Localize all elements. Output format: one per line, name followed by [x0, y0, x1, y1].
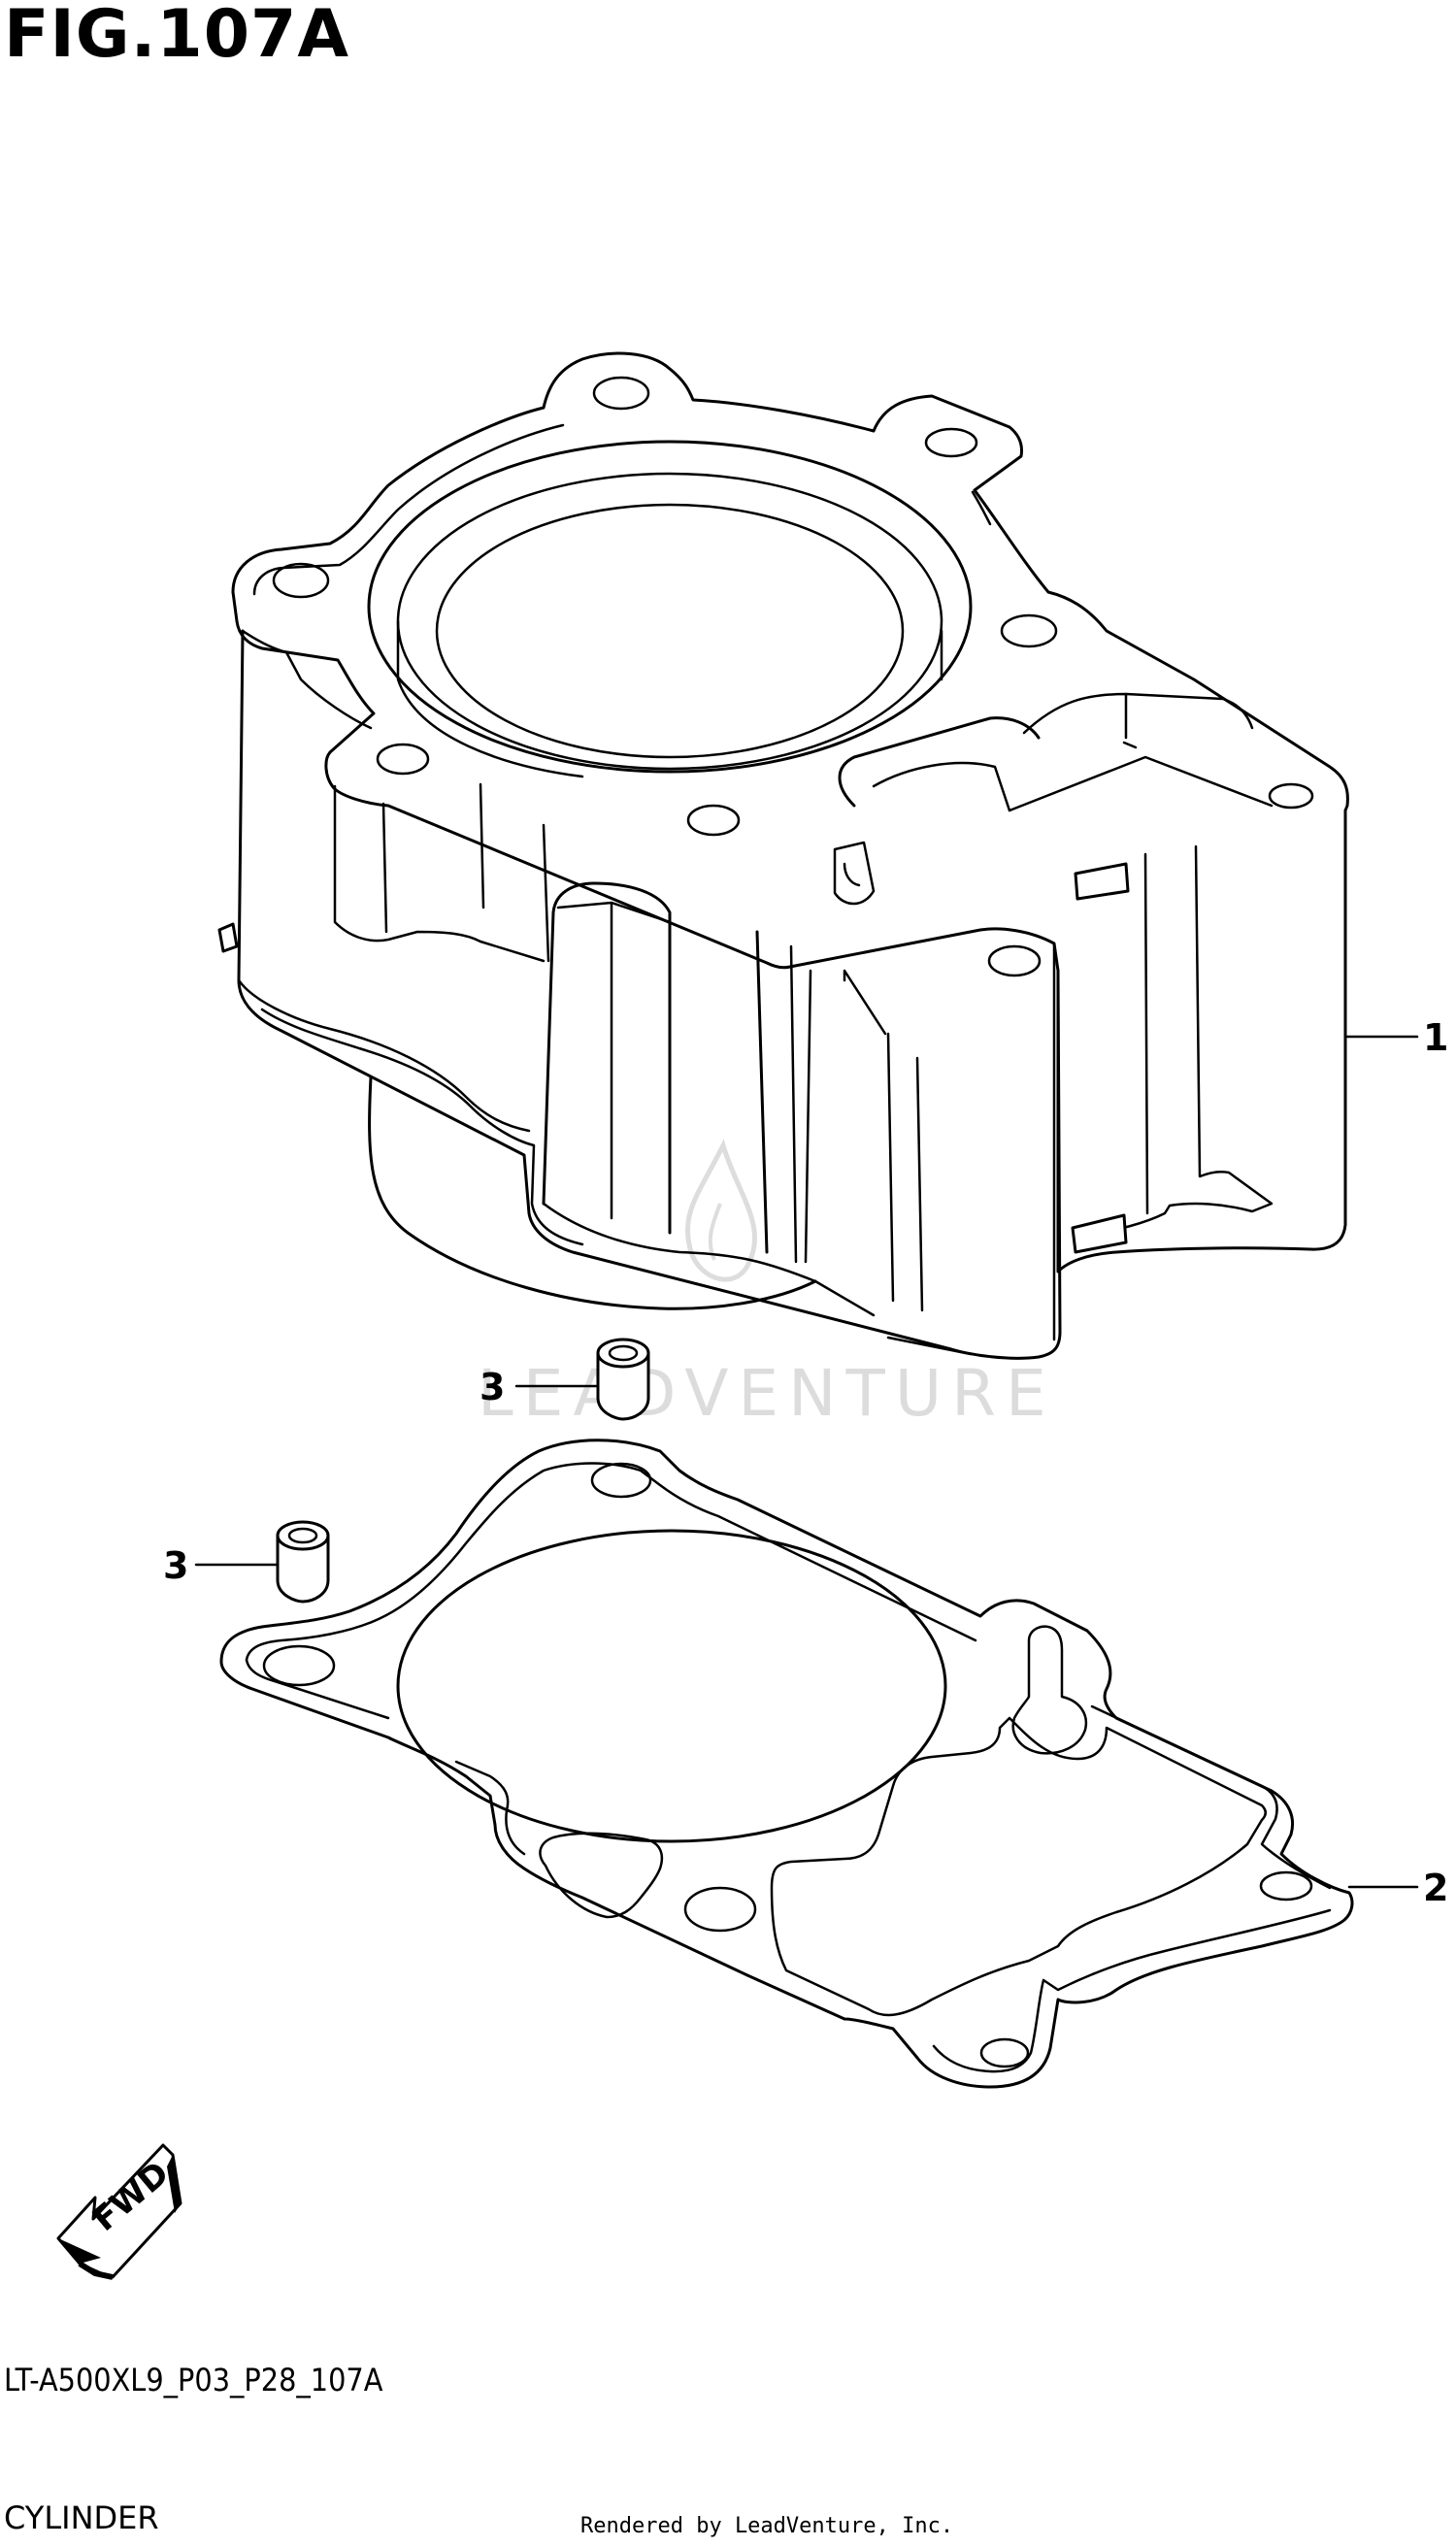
figure-title: FIG.107A — [4, 0, 349, 73]
cylinder-gasket-part[interactable] — [219, 1439, 1419, 2089]
dowel-pin-upper[interactable] — [514, 1338, 650, 1421]
callout-number-3-lower: 3 — [163, 1544, 188, 1587]
diagram-caption: CYLINDER — [4, 2499, 159, 2536]
dowel-pin-lower[interactable] — [194, 1520, 330, 1604]
watermark-text: LEADVENTURE — [478, 1356, 1056, 1431]
render-credit: Rendered by LeadVenture, Inc. — [580, 2514, 954, 2538]
callout-number-2: 2 — [1423, 1867, 1448, 1909]
watermark: LEADVENTURE — [478, 1139, 1056, 1431]
cylinder-part[interactable] — [217, 351, 1419, 1360]
fwd-arrow-icon: FWD — [56, 2143, 182, 2280]
callout-number-1: 1 — [1423, 1016, 1448, 1059]
callout-number-3-upper: 3 — [480, 1366, 505, 1408]
diagram-code: LT-A500XL9_P03_P28_107A — [4, 2362, 383, 2398]
